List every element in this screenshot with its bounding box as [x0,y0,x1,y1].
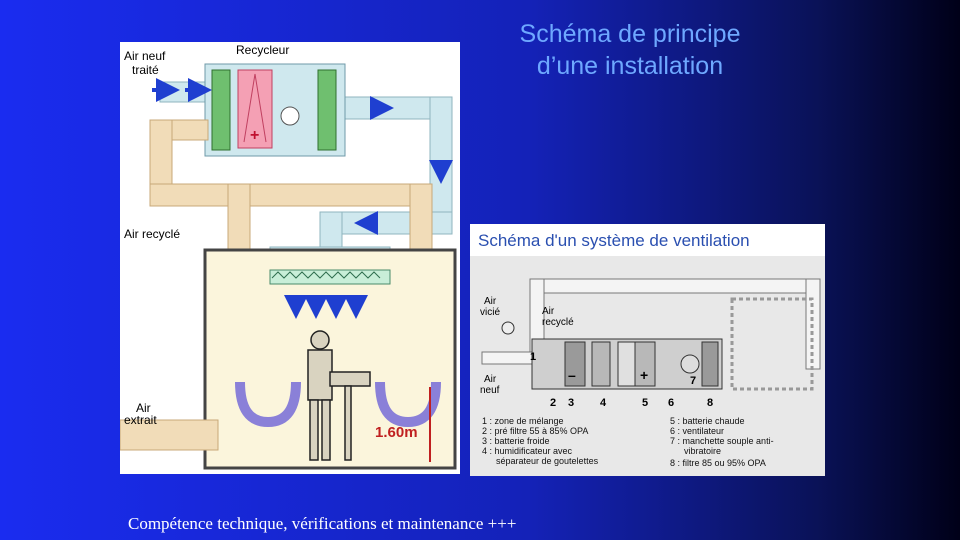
final-filter [701,341,719,387]
heater-symbol: + [250,127,259,144]
ventilation-fan-icon [680,354,700,374]
slide-footer: Compétence technique, vérifications et m… [128,514,517,533]
legend-item-8: 8 : filtre 85 ou 95% OPA [670,458,766,468]
label-air-vicie-1: Air [484,296,497,307]
number-1: 1 [530,351,536,363]
legend-item-2: 2 : pré filtre 55 à 85% OPA [482,426,588,436]
number-6: 6 [668,397,674,409]
legend-item-4a: 4 : humidificateur avec [482,446,573,456]
filter-right [317,69,337,151]
operator-silhouette [307,330,371,461]
installation-diagram-svg: + 1.60m Air neuf traité Recyc [119,43,457,470]
legend-item-7a: 7 : manchette souple anti- [670,436,774,446]
filter-left [211,69,231,151]
label-extrait: extrait [124,413,157,427]
recycled-air-duct [149,119,433,253]
slide-title-line-2: d’une installation [536,52,724,80]
legend-item-1: 1 : zone de mélange [482,416,564,426]
legend-item-5: 5 : batterie chaude [670,416,745,426]
fan-icon [280,106,300,126]
label-air: Air [136,401,151,415]
damper-icon [501,321,515,335]
ventilation-diagram-title: Schéma d'un système de ventilation [478,231,750,250]
legend: 1 : zone de mélange 2 : pré filtre 55 à … [482,416,774,468]
ventilation-system-svg: Schéma d'un système de ventilation – + A… [470,224,825,476]
ventilation-system-diagram: Schéma d'un système de ventilation – + A… [470,224,825,476]
ceiling-diffuser [269,269,391,285]
label-air-vicie-2: vicié [480,307,500,318]
number-5: 5 [642,397,648,409]
extract-duct [119,419,219,451]
plus-symbol: + [640,367,648,383]
prefilter [564,341,586,387]
slide-title: Schéma de principe d’une installation [470,18,790,82]
label-recycleur: Recycleur [236,43,289,57]
label-air-recycle-1: Air [542,306,555,317]
number-7: 7 [690,375,696,387]
number-3: 3 [568,397,574,409]
label-air-neuf-2: neuf [480,385,500,396]
number-4: 4 [600,397,607,409]
number-8: 8 [707,397,713,409]
label-air-recycle-2: recyclé [542,317,574,328]
cooling-coil [591,341,611,387]
room-box [730,297,814,391]
number-2: 2 [550,397,556,409]
legend-item-7b: vibratoire [684,446,721,456]
flow-arrows [152,78,453,319]
height-label: 1.60m [375,424,418,441]
heater [237,69,273,149]
legend-item-3: 3 : batterie froide [482,436,550,446]
slide-title-line-1: Schéma de principe [519,20,741,48]
label-air-neuf-1: Air [484,374,497,385]
airflow-arrow-right [375,381,441,428]
minus-symbol: – [568,367,576,383]
installation-diagram: + 1.60m Air neuf traité Recyc [119,42,460,474]
label-air-neuf: Air neuf [124,49,166,63]
legend-item-4b: séparateur de goutelettes [496,456,599,466]
airflow-arrow-left [235,381,301,428]
label-air-recycle: Air recyclé [124,227,180,241]
legend-item-6: 6 : ventilateur [670,426,724,436]
label-traite: traité [132,63,159,77]
heating-coil [634,341,656,387]
